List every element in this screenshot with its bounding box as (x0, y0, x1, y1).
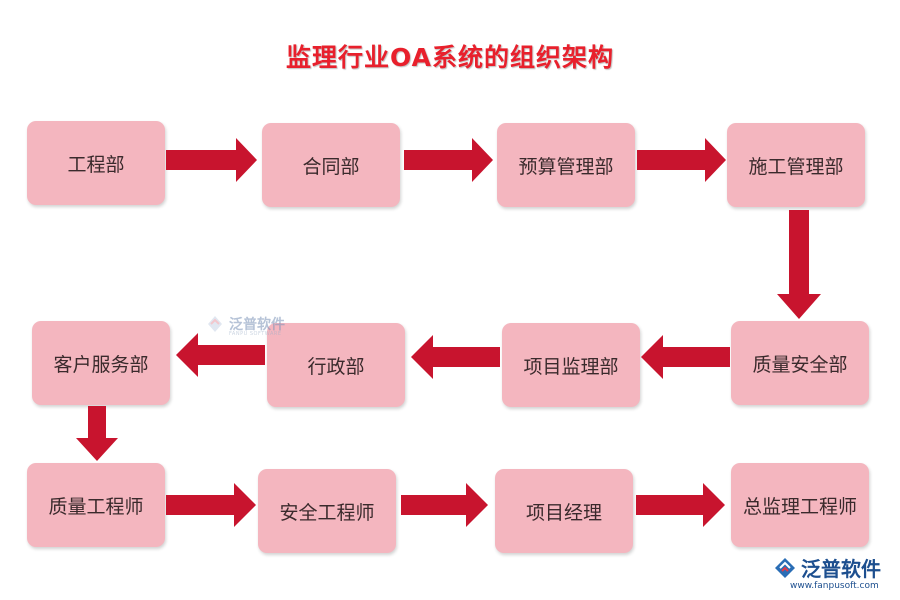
arrow-left (411, 335, 500, 379)
watermark: 泛普软件 FANPU SOFTWARE (205, 314, 285, 337)
arrow-right (401, 483, 488, 527)
arrow-right (636, 483, 725, 527)
node-admin-dept: 行政部 (267, 323, 405, 407)
node-safety-engineer: 安全工程师 (258, 469, 396, 553)
arrow-right (637, 138, 726, 182)
node-project-supervision-dept: 项目监理部 (502, 323, 640, 407)
fanpu-logo-icon (208, 316, 222, 332)
node-quality-safety-dept: 质量安全部 (731, 321, 869, 405)
node-chief-supervising-engineer: 总监理工程师 (731, 463, 869, 547)
arrow-right (166, 483, 256, 527)
node-budget-dept: 预算管理部 (497, 123, 635, 207)
arrow-right (404, 138, 493, 182)
node-engineering-dept: 工程部 (27, 121, 165, 205)
arrow-left (176, 333, 265, 377)
arrow-left (641, 335, 730, 379)
node-construction-dept: 施工管理部 (727, 123, 865, 207)
arrow-down (76, 406, 118, 461)
node-project-manager: 项目经理 (495, 469, 633, 553)
watermark-url: FANPU SOFTWARE (229, 331, 282, 337)
node-customer-service-dept: 客户服务部 (32, 321, 170, 405)
arrow-down (777, 210, 821, 319)
logo-text: 泛普软件 (801, 557, 881, 581)
brand-logo: 泛普软件 (773, 553, 881, 582)
node-quality-engineer: 质量工程师 (27, 463, 165, 547)
node-contract-dept: 合同部 (262, 123, 400, 207)
watermark-text: 泛普软件 (229, 317, 285, 333)
fanpu-logo-icon (775, 557, 795, 578)
arrow-right (166, 138, 257, 182)
logo-url: www.fanpusoft.com (790, 581, 879, 591)
page-title: 监理行业OA系统的组织架构 (286, 43, 614, 72)
